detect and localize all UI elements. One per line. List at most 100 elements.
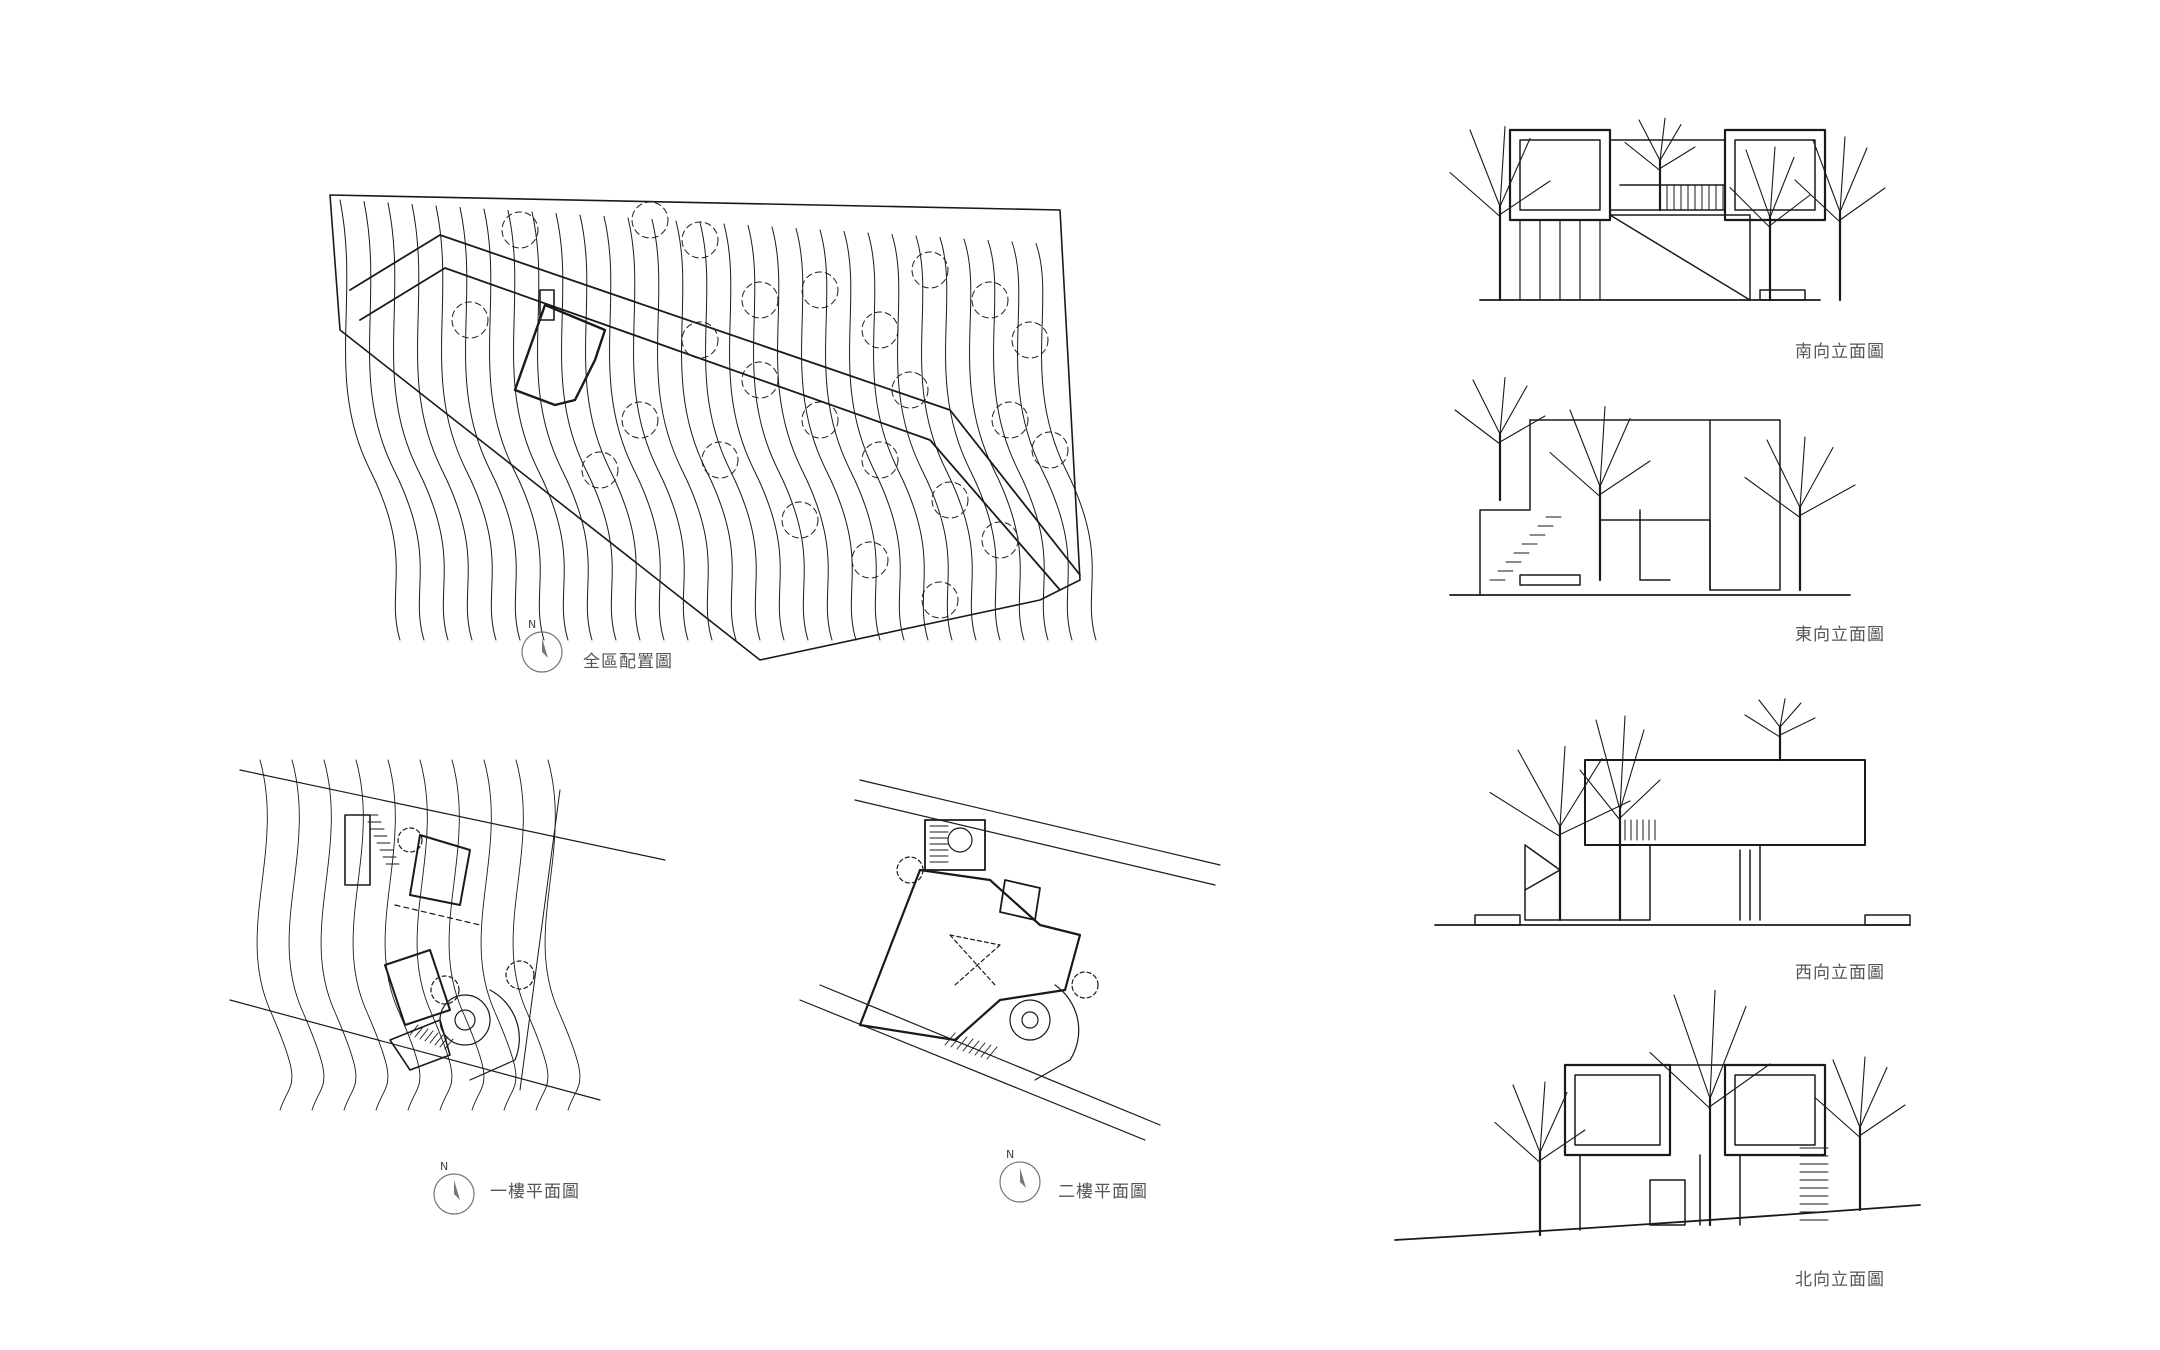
tree-symbol [931, 481, 969, 519]
tree-branch [1579, 769, 1621, 821]
east-elevation-caption: 東向立面圖 [1795, 625, 1885, 645]
contour-line [544, 759, 581, 1111]
tree-branch [1709, 1063, 1771, 1108]
tree-symbol [501, 211, 539, 249]
contour-line [531, 211, 593, 641]
contour-line [891, 234, 953, 641]
tree-branch [1729, 186, 1771, 229]
tree-symbol [681, 221, 719, 259]
contour-line [675, 220, 737, 641]
tree-symbol [891, 371, 929, 409]
tree-branch [1517, 749, 1561, 828]
tree-branch [1599, 460, 1651, 496]
tree-branch [1499, 126, 1506, 208]
tree-branch [1499, 415, 1546, 443]
stair-tread [980, 1044, 992, 1058]
tree-branch [1559, 746, 1566, 828]
tree-symbol [581, 451, 619, 489]
contour-line [699, 222, 761, 641]
west-elevation-caption: 西向立面圖 [1795, 963, 1885, 983]
tree-branch [1659, 117, 1666, 162]
tree-branch [1539, 1129, 1586, 1162]
tree-branch [1794, 179, 1841, 223]
contour-line [339, 199, 401, 641]
tree-symbol [981, 521, 1019, 559]
tree-branch [1766, 439, 1801, 509]
contour-line [512, 759, 549, 1111]
tree-symbol [681, 321, 719, 359]
tree-branch [1779, 717, 1816, 736]
tree-branch [1659, 123, 1682, 162]
contour-line [795, 228, 857, 641]
floor-plan-1-caption: 一樓平面圖 [490, 1182, 580, 1202]
contour-line [459, 207, 521, 641]
contour-line [411, 204, 473, 641]
contour-line [963, 238, 1025, 641]
tree-branch [1839, 136, 1846, 213]
contour-line [651, 219, 713, 641]
tree-branch [1619, 779, 1661, 819]
tree-branch [1839, 147, 1868, 213]
tree-symbol [621, 401, 659, 439]
tree-symbol [781, 501, 819, 539]
tree-branch [1619, 729, 1645, 811]
tree-branch [1649, 1051, 1711, 1110]
tree-symbol [741, 361, 779, 399]
south-elevation-caption: 南向立面圖 [1795, 342, 1885, 362]
tree-symbol [861, 441, 899, 479]
tree-branch [1499, 377, 1506, 435]
tree-branch [1469, 129, 1501, 208]
contour-line [435, 205, 497, 641]
contour-line [288, 759, 325, 1111]
tree-branch [1859, 1104, 1906, 1137]
stair-tread [424, 1030, 434, 1042]
tree-symbol [861, 311, 899, 349]
stair-tread [956, 1036, 968, 1050]
stair-tread [414, 1026, 424, 1038]
tree-symbol [801, 271, 839, 309]
contour-line [256, 759, 293, 1111]
tree-branch [1673, 994, 1711, 1100]
contour-line [843, 231, 905, 641]
contour-line [483, 208, 545, 641]
contour-line [747, 225, 809, 641]
stair-tread [429, 1032, 439, 1044]
tree-branch [1744, 714, 1781, 738]
tree-branch [1619, 715, 1626, 811]
tree-branch [1454, 409, 1501, 445]
tree-symbol [971, 281, 1009, 319]
tree-branch [1799, 446, 1834, 509]
contour-line [416, 759, 453, 1111]
tree-branch [1499, 180, 1551, 216]
tree-symbol [631, 201, 669, 239]
contour-line [1035, 243, 1097, 641]
tree-symbol [801, 401, 839, 439]
tree-branch [1859, 1056, 1866, 1129]
tree-branch [1539, 1091, 1568, 1154]
floor-plan-1-north-arrow: N [432, 1160, 477, 1217]
contour-line [448, 759, 485, 1111]
tree-branch [1832, 1059, 1861, 1129]
tree-branch [1779, 698, 1786, 728]
contour-line [603, 216, 665, 641]
contour-line [480, 759, 517, 1111]
tree-symbol [451, 301, 489, 339]
tree-branch [1599, 417, 1631, 488]
north-label: N [528, 618, 537, 631]
stair-tread [419, 1028, 429, 1040]
tree-symbol [1031, 431, 1069, 469]
tree-branch [1758, 699, 1781, 728]
tree-symbol [741, 281, 779, 319]
tree-branch [1859, 1066, 1888, 1129]
contour-line [771, 226, 833, 641]
site-plan-caption: 全區配置圖 [583, 652, 673, 672]
contour-line [384, 759, 421, 1111]
contour-line [987, 240, 1049, 641]
tree-branch [1839, 187, 1886, 221]
stair-tread [974, 1042, 986, 1056]
tree-branch [1638, 119, 1661, 162]
tree-symbol [911, 251, 949, 289]
tree-branch [1624, 141, 1661, 172]
contour-line [939, 237, 1001, 641]
north-elevation-caption: 北向立面圖 [1795, 1270, 1885, 1290]
